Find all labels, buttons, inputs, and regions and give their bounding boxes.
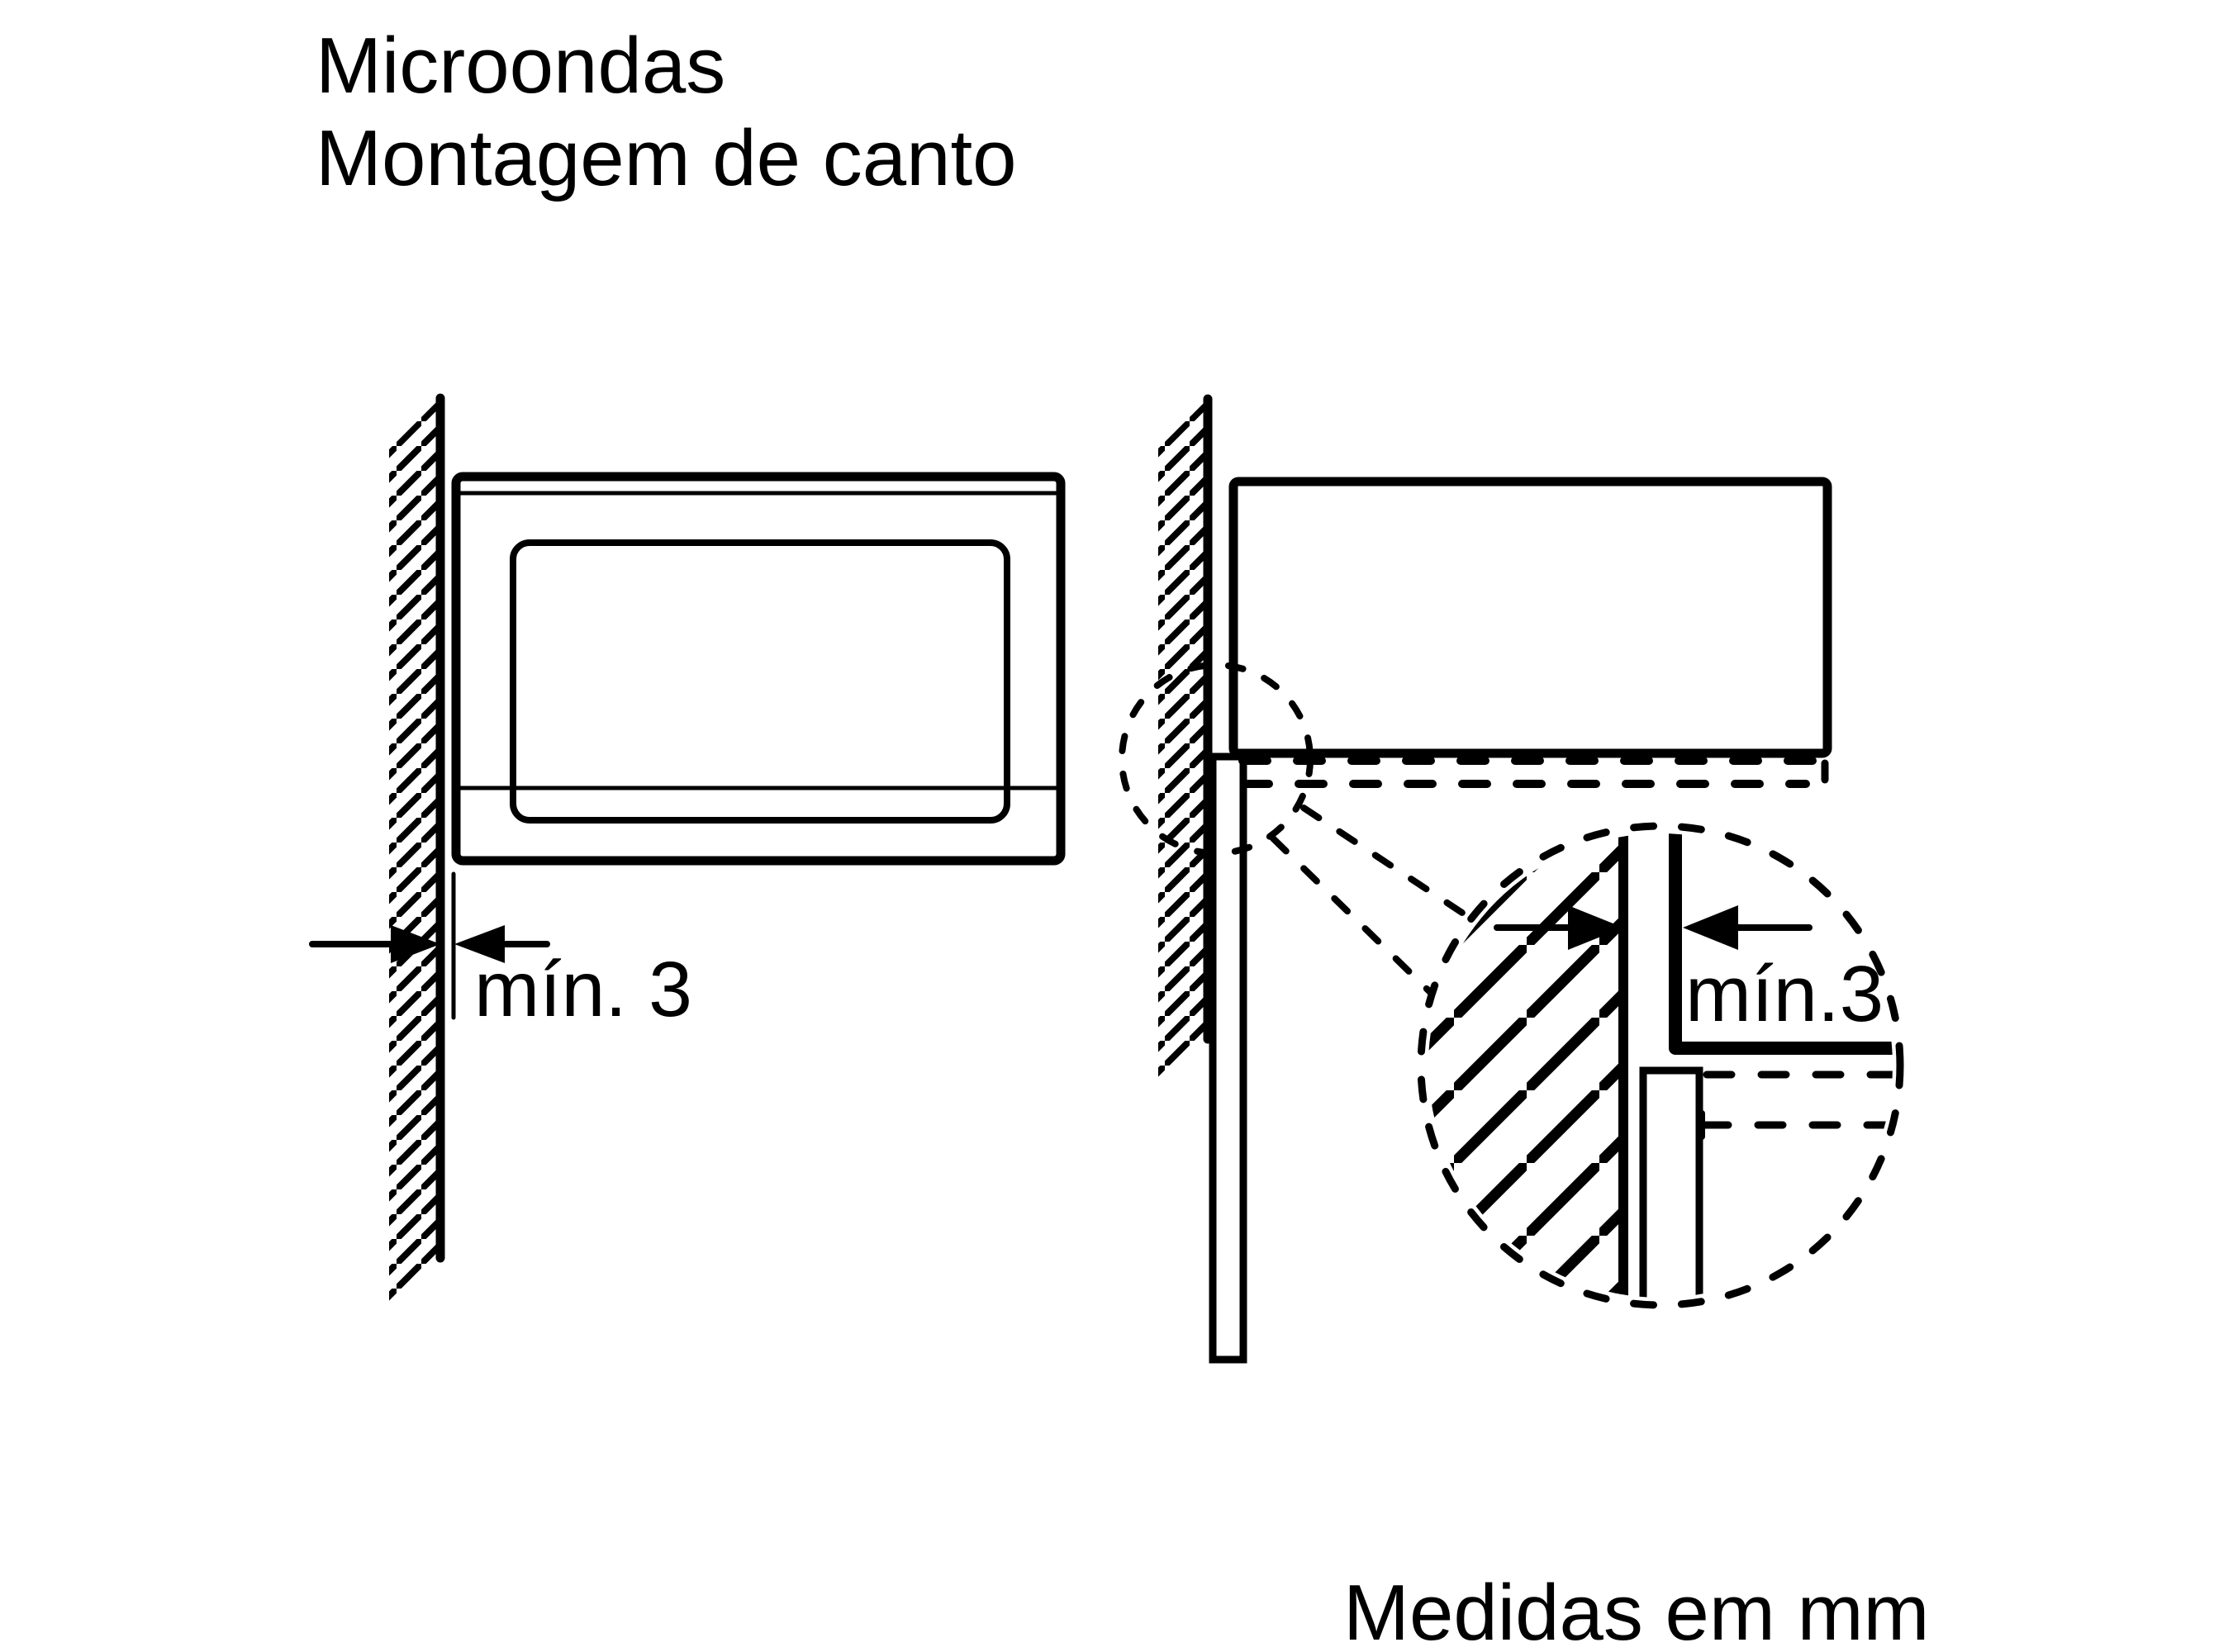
side-view-diagram <box>1119 394 1832 1364</box>
detail-leader-line-1 <box>1300 805 1473 921</box>
detail-arrow-left-head-icon <box>1568 905 1623 950</box>
detail-arrow-right-head-icon <box>1683 905 1738 950</box>
front-dimension-label: mín. 3 <box>474 946 692 1033</box>
wall-hatch-area-side <box>1158 399 1208 1089</box>
detail-callout: mín.3 <box>1417 822 1904 1309</box>
wall-hatch-area <box>389 398 440 1309</box>
microwave-side-outline <box>1228 477 1832 758</box>
title-line2: Montagem de canto <box>316 114 1017 202</box>
page-title: Microondas Montagem de canto <box>316 21 1017 202</box>
detail-leader-line-2 <box>1270 835 1434 996</box>
detail-contents <box>1428 833 1893 1298</box>
microwave-front <box>451 472 1066 866</box>
wall-hatch-side <box>1158 394 1213 1089</box>
detail-source-circle <box>1119 662 1314 857</box>
detail-filler-strip <box>1639 1066 1703 1298</box>
detail-dimension-label: mín.3 <box>1685 950 1884 1038</box>
wall-hatch <box>389 393 445 1309</box>
filler-strip <box>1209 752 1247 1364</box>
front-dimension: mín. 3 <box>309 871 692 1033</box>
cabinet-clearance-lines <box>1238 757 1832 788</box>
title-line1: Microondas <box>316 21 725 110</box>
detail-microwave-corner <box>1669 833 1893 1055</box>
units-note: Medidas em mm <box>1343 1569 1930 1652</box>
front-view-diagram: mín. 3 <box>309 393 1066 1309</box>
microwave-door-window <box>510 539 1010 824</box>
detail-wall-hatch-area <box>1428 833 1623 1298</box>
microwave-outline <box>451 472 1066 866</box>
dimension-arrow-left-head-icon <box>391 925 440 963</box>
detail-dimension: mín.3 <box>1494 905 1884 1038</box>
dimension-arrow-right-head-icon <box>454 925 505 963</box>
